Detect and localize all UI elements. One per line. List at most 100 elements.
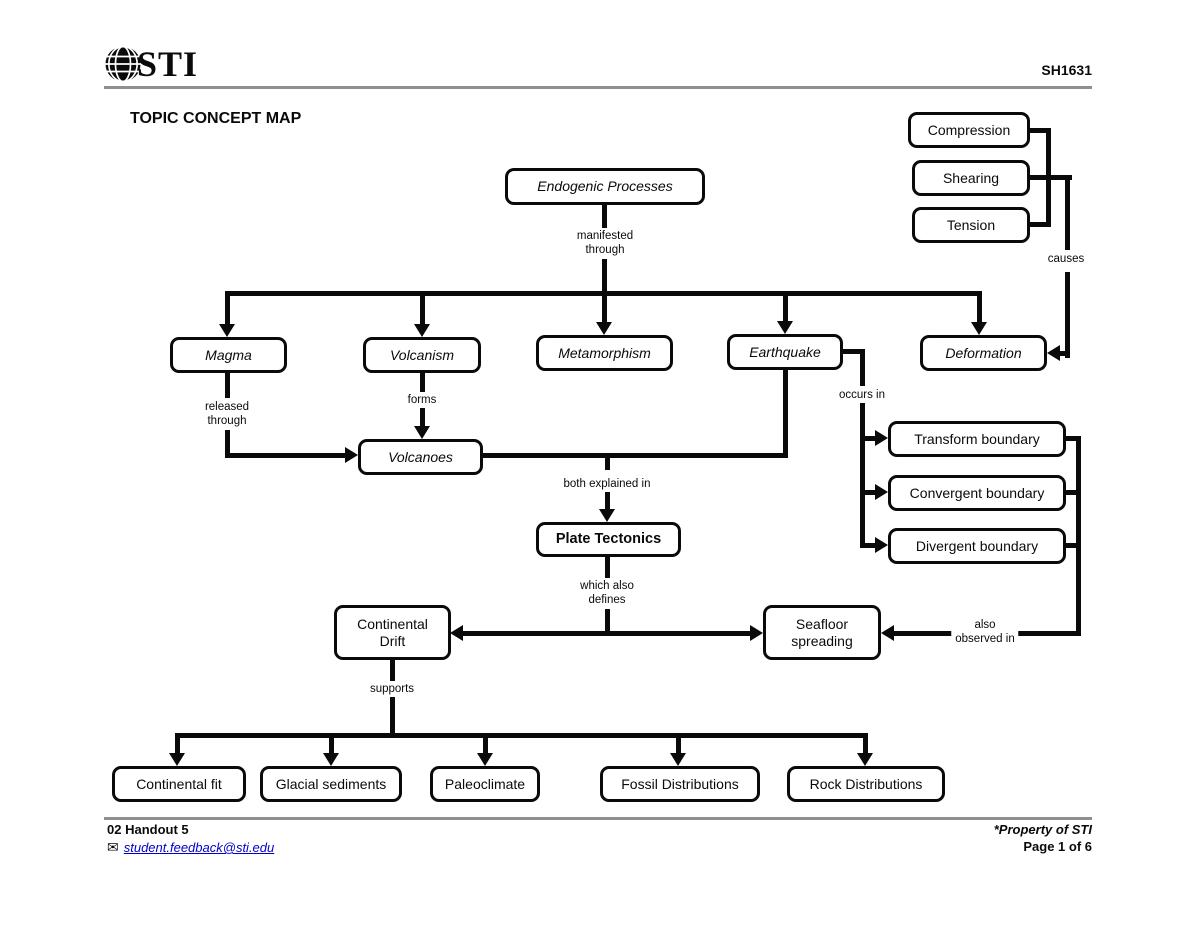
connector-line	[1064, 490, 1081, 495]
connector-line	[225, 370, 230, 398]
arrowhead-down-icon	[169, 753, 185, 766]
connector-line	[225, 453, 347, 458]
connector-line	[1058, 351, 1070, 356]
connector-line	[605, 555, 610, 578]
arrowhead-down-icon	[971, 322, 987, 335]
arrowhead-down-icon	[477, 753, 493, 766]
node-volcanoes: Volcanoes	[358, 439, 483, 475]
connector-line	[602, 203, 607, 324]
connector-line	[420, 406, 425, 426]
connector-line	[1028, 128, 1050, 133]
connector-line	[1046, 128, 1051, 227]
connector-line	[225, 291, 982, 296]
connector-line	[225, 427, 230, 458]
arrowhead-down-icon	[777, 321, 793, 334]
edge-label-both-explained-in: both explained in	[559, 476, 655, 493]
connector-line	[420, 370, 425, 393]
connector-line	[676, 733, 681, 753]
connector-line	[225, 291, 230, 324]
connector-line	[1076, 436, 1081, 636]
node-compression: Compression	[908, 112, 1030, 148]
node-volcanism: Volcanism	[363, 337, 481, 373]
footer-left: 02 Handout 5 ✉ student.feedback@sti.edu	[107, 822, 274, 856]
arrowhead-left-icon	[450, 625, 463, 641]
edge-label-causes: causes	[1043, 251, 1089, 268]
arrowhead-down-icon	[596, 322, 612, 335]
arrowhead-down-icon	[599, 509, 615, 522]
node-seafloor-spreading: Seafloor spreading	[763, 605, 881, 660]
connector-line	[860, 349, 865, 386]
arrowhead-right-icon	[875, 484, 888, 500]
connector-line	[175, 733, 867, 738]
node-continental-fit: Continental fit	[112, 766, 246, 802]
arrowhead-down-icon	[219, 324, 235, 337]
connector-line	[1065, 272, 1070, 358]
node-divergent-boundary: Divergent boundary	[888, 528, 1066, 564]
doc-code: SH1631	[1041, 62, 1092, 78]
logo-text: STI	[137, 44, 199, 84]
node-convergent-boundary: Convergent boundary	[888, 475, 1066, 511]
envelope-icon: ✉	[107, 839, 119, 855]
handout-label: 02 Handout 5	[107, 822, 189, 837]
node-magma: Magma	[170, 337, 287, 373]
connector-line	[420, 291, 425, 324]
footer-divider	[104, 817, 1092, 820]
node-deformation: Deformation	[920, 335, 1047, 371]
page-number: Page 1 of 6	[1023, 839, 1092, 854]
edge-label-forms: forms	[403, 392, 441, 409]
feedback-row: ✉ student.feedback@sti.edu	[107, 839, 274, 856]
edge-label-supports: supports	[365, 681, 419, 698]
connector-line	[605, 492, 610, 509]
edge-label-also-observed-in: also observed in	[951, 617, 1019, 648]
node-transform-boundary: Transform boundary	[888, 421, 1066, 457]
email-link[interactable]: student.feedback@sti.edu	[123, 840, 275, 855]
connector-line	[860, 490, 875, 495]
arrowhead-left-icon	[1047, 345, 1060, 361]
footer-right: *Property of STI Page 1 of 6	[994, 822, 1092, 854]
node-shearing: Shearing	[912, 160, 1030, 196]
node-fossil-distributions: Fossil Distributions	[600, 766, 760, 802]
connector-line	[860, 436, 875, 441]
node-earthquake: Earthquake	[727, 334, 843, 370]
connector-line	[390, 658, 395, 681]
page-title: TOPIC CONCEPT MAP	[130, 110, 302, 127]
connector-line	[860, 402, 865, 548]
node-metamorphism: Metamorphism	[536, 335, 673, 371]
property-label: *Property of STI	[993, 822, 1092, 837]
arrowhead-right-icon	[875, 537, 888, 553]
node-continental-drift: Continental Drift	[334, 605, 451, 660]
header-divider	[104, 86, 1092, 89]
connector-line	[461, 631, 752, 636]
arrowhead-down-icon	[857, 753, 873, 766]
node-paleoclimate: Paleoclimate	[430, 766, 540, 802]
connector-line	[977, 291, 982, 323]
edge-label-manifested-through: manifested through	[572, 228, 638, 259]
connector-line	[329, 733, 334, 753]
arrowhead-left-icon	[881, 625, 894, 641]
node-plate-tectonics: Plate Tectonics	[536, 522, 681, 557]
connector-line	[841, 349, 865, 354]
node-tension: Tension	[912, 207, 1030, 243]
sti-logo: STI	[103, 44, 198, 84]
connector-line	[605, 608, 610, 636]
connector-line	[483, 733, 488, 753]
connector-line	[390, 697, 395, 738]
connector-line	[860, 543, 875, 548]
connector-line	[783, 368, 788, 458]
edge-label-which-also-defines: which also defines	[576, 578, 638, 609]
edge-label-occurs-in: occurs in	[834, 387, 890, 404]
connector-line	[1064, 543, 1081, 548]
connector-line	[1064, 436, 1081, 441]
node-rock-distributions: Rock Distributions	[787, 766, 945, 802]
node-glacial-sediments: Glacial sediments	[260, 766, 402, 802]
arrowhead-right-icon	[345, 447, 358, 463]
edge-label-released-through: released through	[200, 399, 254, 430]
connector-line	[481, 453, 785, 458]
arrowhead-down-icon	[414, 324, 430, 337]
arrowhead-down-icon	[670, 753, 686, 766]
arrowhead-right-icon	[875, 430, 888, 446]
connector-line	[783, 291, 788, 322]
connector-line	[1065, 175, 1070, 250]
arrowhead-down-icon	[414, 426, 430, 439]
